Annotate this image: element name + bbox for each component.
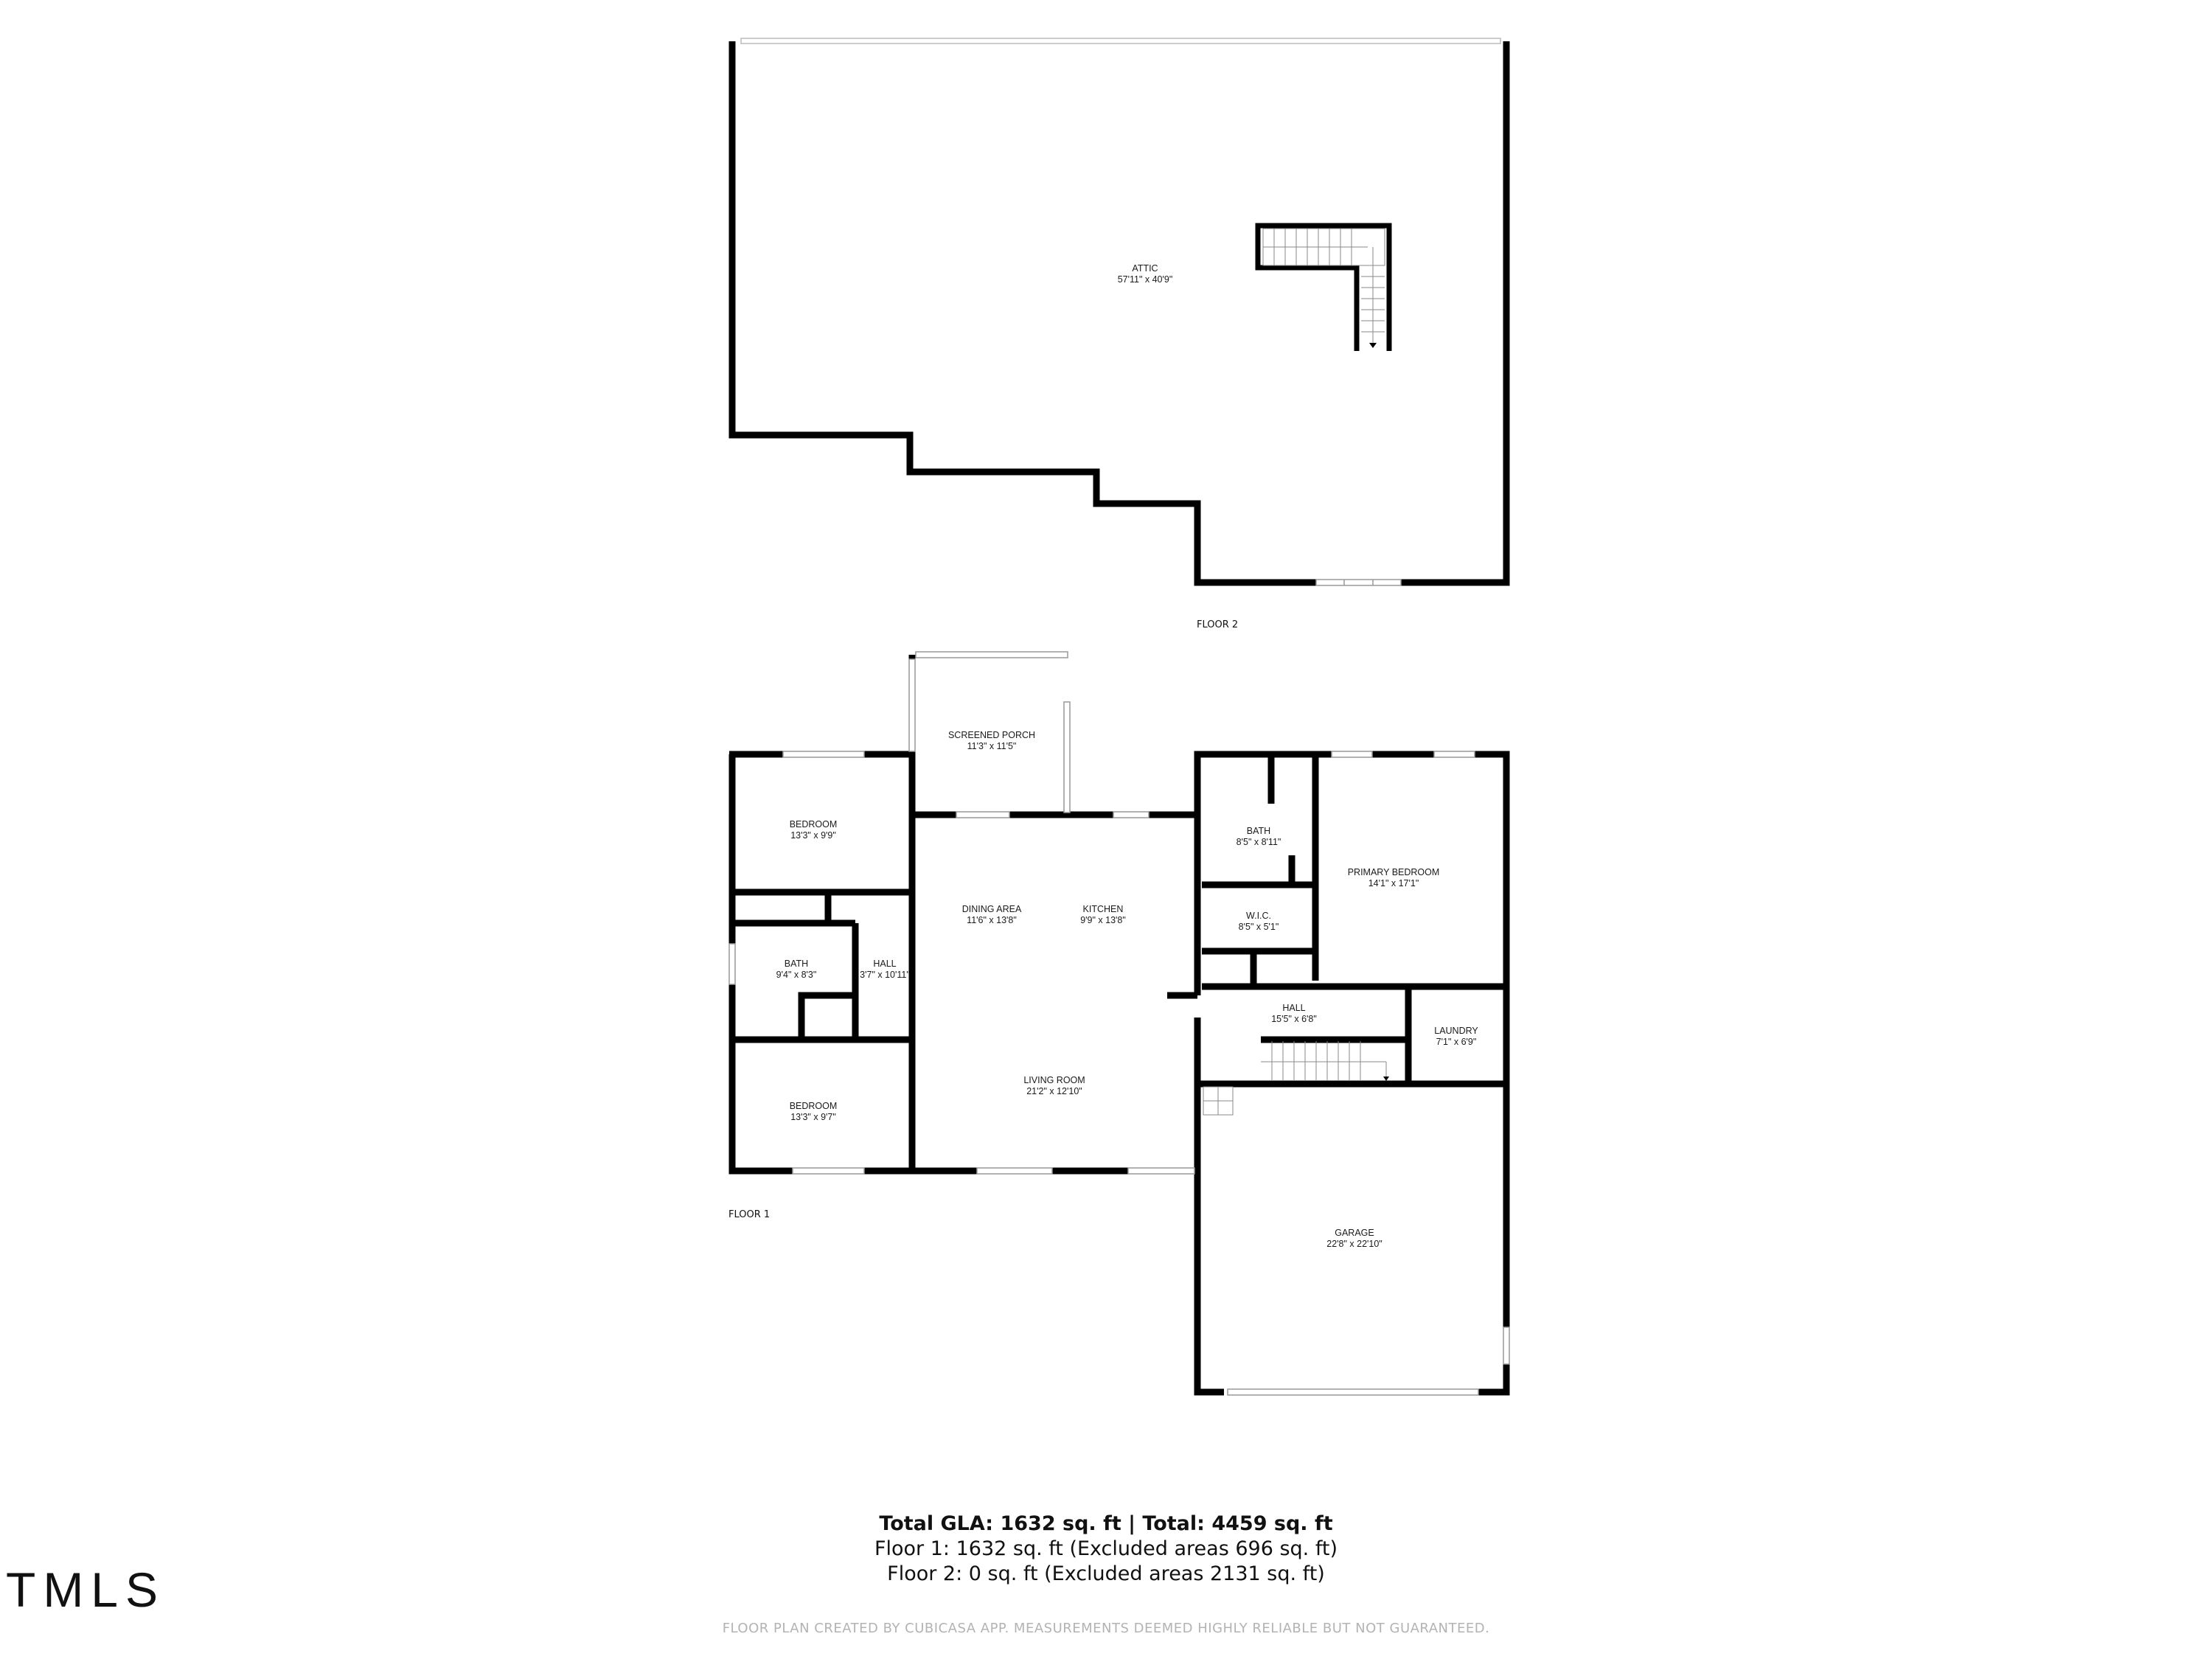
floor-1-label: FLOOR 1 — [728, 1209, 771, 1220]
room-label-wic: W.I.C.8'5" x 5'1" — [1238, 911, 1279, 932]
floor-1-staircase-icon — [1203, 1041, 1387, 1116]
floor-1-walls — [728, 655, 1510, 1396]
area-summary: Total GLA: 1632 sq. ft | Total: 4459 sq.… — [0, 1512, 2212, 1587]
tmls-logo: TMLS — [6, 1562, 166, 1617]
floor-2-area-line: Floor 2: 0 sq. ft (Excluded areas 2131 s… — [887, 1562, 1325, 1585]
floor-1-windows — [728, 651, 1510, 1396]
floor-2-label: FLOOR 2 — [1197, 619, 1239, 630]
attic-bottom-window — [1315, 579, 1402, 586]
total-area-line: Total GLA: 1632 sq. ft | Total: 4459 sq.… — [879, 1512, 1333, 1535]
attic-staircase-icon — [1255, 223, 1392, 351]
floor-1-area-line: Floor 1: 1632 sq. ft (Excluded areas 696… — [874, 1537, 1338, 1560]
disclaimer-text: FLOOR PLAN CREATED BY CUBICASA APP. MEAS… — [722, 1621, 1490, 1636]
attic-top-window — [740, 38, 1501, 44]
